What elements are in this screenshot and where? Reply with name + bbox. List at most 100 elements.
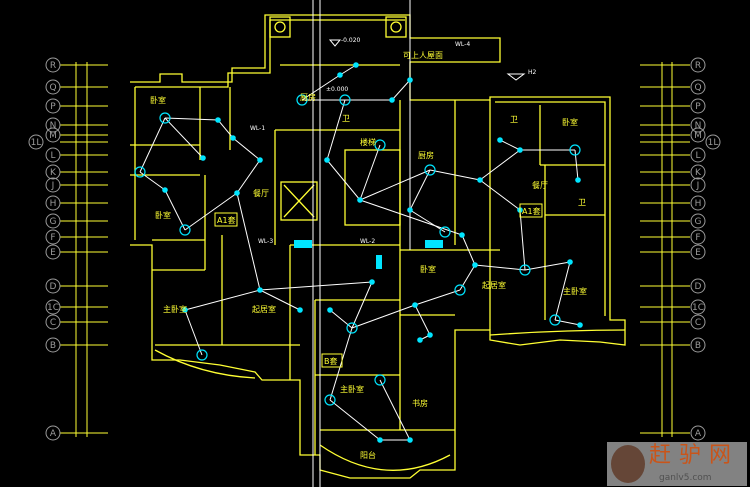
wire [409,169,431,211]
level-mark: H2 [528,69,537,76]
switch-icon [497,137,503,143]
axis-label: F [695,233,700,243]
stair [344,149,401,226]
switch-icon [182,307,188,313]
wire [474,264,526,271]
wire [184,309,203,356]
ceiling-light-icon [339,94,351,106]
wire [461,234,476,266]
wire [379,379,411,441]
annotations: -0.020 ±0.000 可上人屋面 WL-1 WL-3 WL-2 WL-4 … [250,37,537,245]
axis-bubble [690,425,706,441]
wire [329,309,353,329]
flue [274,21,286,33]
switch-icon [377,437,383,443]
wire [329,327,353,401]
switch-icon [407,207,413,213]
axis-bubble [690,57,706,73]
wire [236,159,261,194]
switch-icon [407,437,413,443]
axis-bubble [690,79,706,95]
axis-label: Q [694,83,701,93]
axis-label: 1C [47,303,59,313]
wire [339,64,357,76]
axis-label: C [50,318,56,328]
axis-label: 1L [31,138,42,148]
ceiling-light-icon [374,374,386,386]
axis-label: K [695,168,702,178]
wire [326,159,361,201]
room-label: 阳台 [360,450,376,460]
ceiling-light-icon [454,284,466,296]
wire [414,304,431,336]
axis-bubble [690,278,706,294]
axis-label: B [695,341,701,351]
unit-label: B套 [324,356,338,366]
ceiling-light-icon [569,144,581,156]
axis-bubble [45,164,61,180]
ceiling-light-icon [346,322,358,334]
room-label: 楼梯 [360,137,376,147]
switch-icon [257,157,263,163]
unit-label: A1套 [522,206,541,216]
axis-label: 1C [692,303,704,313]
room-label: 主卧室 [563,286,587,296]
pipe-label: WL-2 [360,238,375,245]
axis-label: R [50,61,56,71]
axis-bubble [45,177,61,193]
switch-icon [459,232,465,238]
room-label: 厨房 [418,150,434,160]
switch-icon [577,322,583,328]
axis-label: L [50,151,55,161]
chimney [269,16,291,38]
riser-block [294,240,312,248]
ceiling-light-icon [549,314,561,326]
axis-label: P [50,102,56,112]
axis-label: B [50,341,56,351]
ceiling-light-icon [296,94,308,106]
wire [524,261,571,271]
switch-icon [200,155,206,161]
axis-bubble [28,134,44,150]
wire [326,99,346,161]
pipe-label: WL-3 [258,238,273,245]
axis-bubble [45,127,61,143]
unit-label: A1套 [217,215,236,225]
ceiling-light-icon [179,224,191,236]
riser-block [425,240,443,248]
switch-icon [234,190,240,196]
room-label: 主卧室 [163,304,187,314]
switch-icon [567,259,573,265]
axis-bubble [690,213,706,229]
axis-bubble [690,195,706,211]
wire [351,281,373,329]
switch-icon [215,117,221,123]
room-label: 厨房 [300,92,316,102]
wire [459,264,476,291]
switch-icon [369,279,375,285]
axis-bubble [690,147,706,163]
room-label: 卫 [510,115,518,124]
room-label: 书房 [412,398,428,408]
switch-icon [517,147,523,153]
switch-icon [389,97,395,103]
unit-label-box [519,203,543,218]
axis-bubble [690,314,706,330]
axis-label: A [50,429,57,439]
wire [184,289,261,311]
wire [359,169,431,201]
walls [130,14,626,479]
axis-bubble [45,57,61,73]
axis-bubble [45,79,61,95]
axis-label: H [50,199,57,209]
wire [164,117,219,121]
balcony-curve [154,349,256,379]
ceiling-light-icon [134,166,146,178]
wire [232,137,261,161]
room-label: 卧室 [420,264,436,274]
axis-label: N [50,121,57,131]
level-mark: -0.020 [341,37,361,44]
axis-label: Q [49,83,56,93]
axis-bubble [690,177,706,193]
